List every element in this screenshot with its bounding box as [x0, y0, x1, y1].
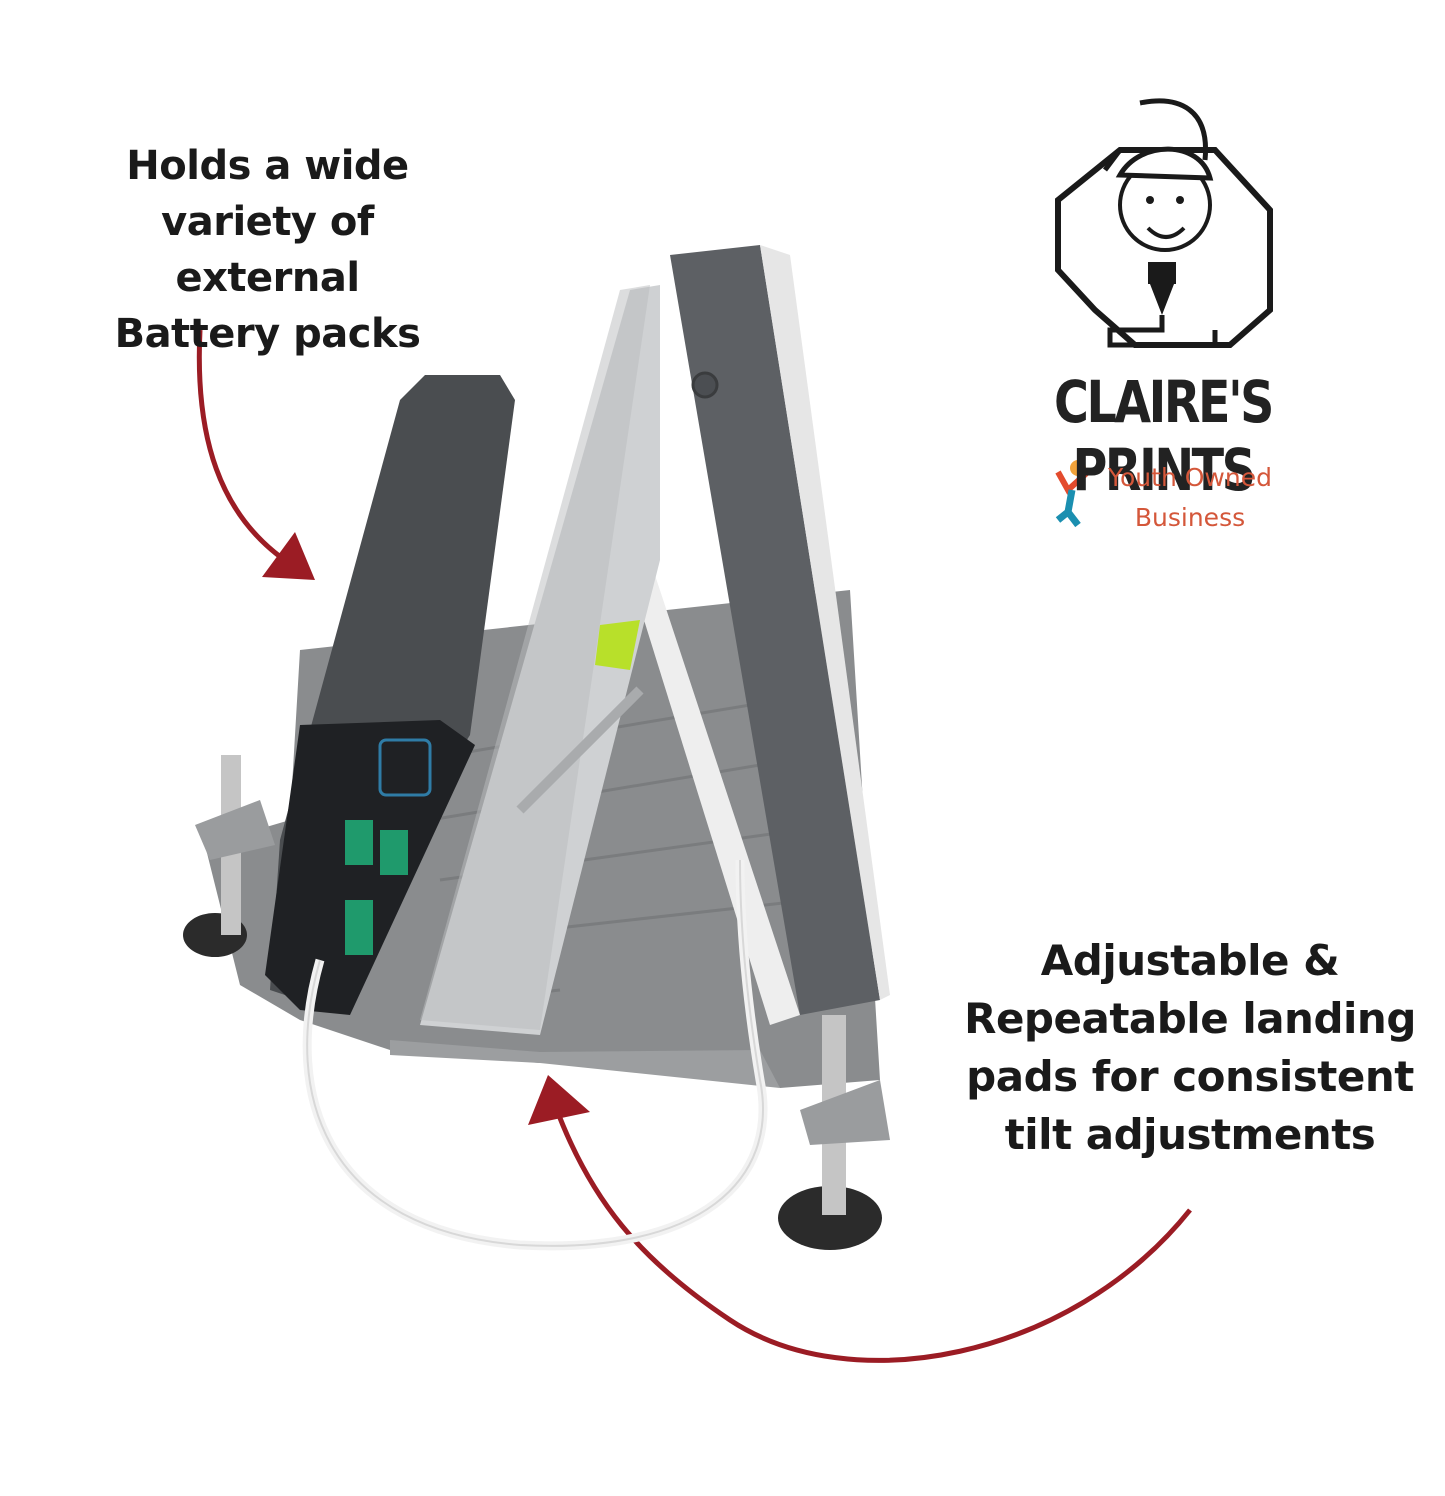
- callout-landing-line: Adjustable &: [1040, 936, 1340, 985]
- brand-name: CLAIRE'S PRINTS: [1054, 368, 1274, 504]
- leveling-foot-left: [183, 755, 275, 957]
- tablet-device: [630, 245, 890, 1025]
- arrow-top-head: [262, 532, 315, 580]
- callout-landing-line: Repeatable landing: [964, 994, 1416, 1043]
- callout-landing: Adjustable & Repeatable landing pads for…: [960, 932, 1420, 1164]
- arrow-bottom-head: [528, 1075, 590, 1125]
- leveling-foot-right: [778, 1015, 890, 1250]
- arrow-bottom: [552, 1104, 1192, 1363]
- callout-battery-line: Holds a wide: [126, 143, 409, 189]
- silver-stand: [420, 285, 660, 1035]
- callout-battery-line: Battery packs: [114, 311, 421, 357]
- youth-figure-icon: [1055, 460, 1093, 528]
- arrow-top: [196, 329, 302, 573]
- brand-tagline-line: Youth Owned: [1108, 463, 1272, 492]
- brand-tagline: Youth Owned Business: [1100, 458, 1280, 538]
- claire-portrait-logo: [1055, 98, 1273, 348]
- callout-landing-line: tilt adjustments: [1004, 1110, 1376, 1159]
- callout-landing-line: pads for consistent: [966, 1052, 1414, 1101]
- brand-tagline-line: Business: [1134, 503, 1246, 532]
- callout-battery-line: variety of external: [161, 199, 374, 301]
- battery-pack: [265, 375, 515, 1015]
- callout-battery: Holds a wide variety of external Battery…: [70, 138, 465, 362]
